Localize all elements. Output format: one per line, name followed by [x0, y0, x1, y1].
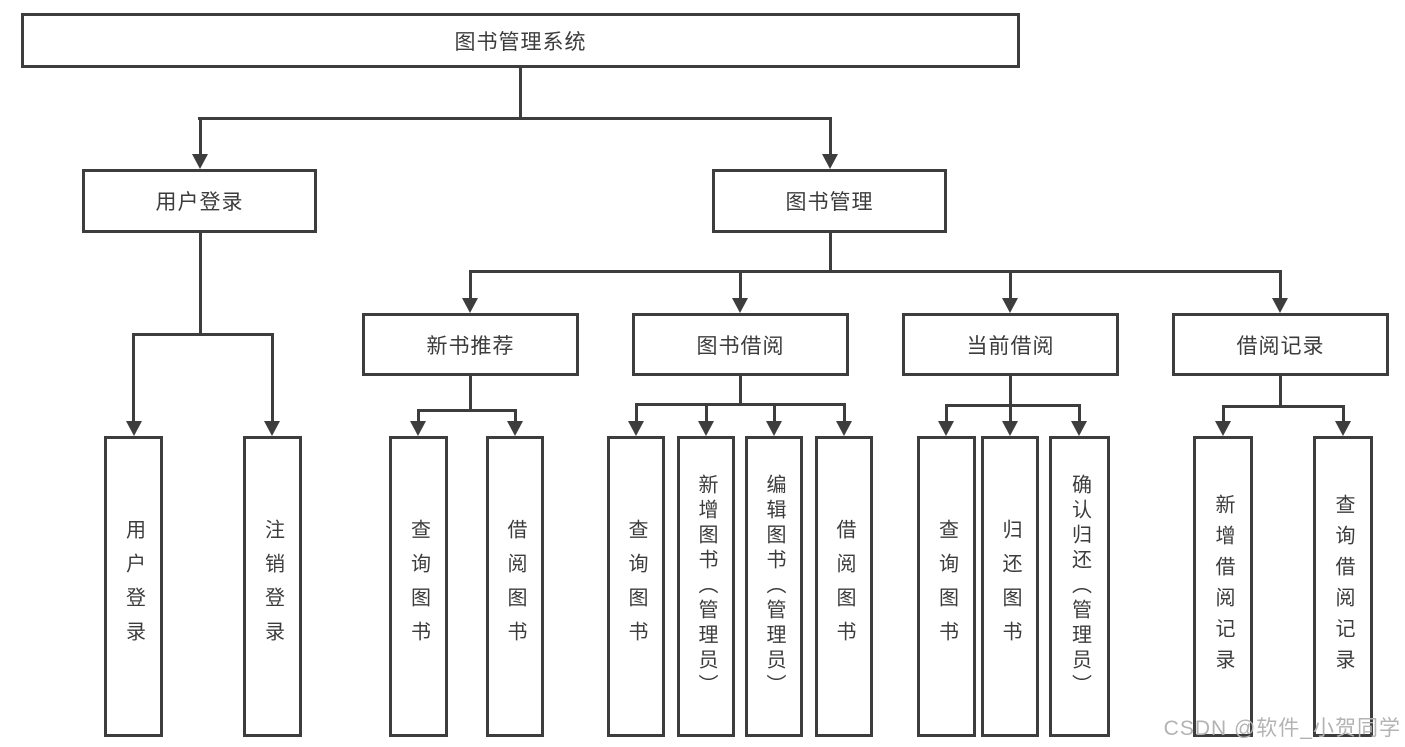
connector-newbook-trunk	[469, 376, 472, 412]
connector-records-branch	[1222, 405, 1344, 408]
node-user-login: 用户登录	[82, 169, 317, 233]
node-label: 图书管理	[785, 191, 874, 214]
connector-root-trunk	[519, 68, 522, 119]
node-label: 注销登录	[261, 518, 284, 655]
node-library-system: 图书管理系统	[21, 13, 1020, 68]
connector-bookmgmt-branch	[469, 270, 1282, 273]
node-book-management: 图书管理	[712, 169, 947, 233]
node-label: 查询借阅记录	[1332, 493, 1354, 680]
arrowhead-icon	[264, 421, 280, 436]
leaf-user-login: 用户登录	[104, 436, 163, 737]
arrowhead-icon	[938, 421, 954, 436]
connector-drop-leaf-logout	[271, 333, 274, 424]
arrowhead-icon	[126, 421, 142, 436]
connector-drop-book-borrow	[739, 270, 742, 301]
connector-drop	[514, 409, 517, 424]
connector-drop	[635, 403, 638, 424]
node-current-borrowing: 当前借阅	[902, 313, 1119, 376]
connector-userlogin-branch	[132, 333, 274, 336]
node-label: 当前借阅	[966, 334, 1055, 358]
connector-records-trunk	[1279, 376, 1282, 408]
leaf-query-books-current: 查询图书	[917, 436, 976, 737]
node-label: 图书管理系统	[454, 30, 587, 54]
arrowhead-icon	[766, 421, 782, 436]
node-label: 归还图书	[999, 518, 1021, 655]
leaf-borrow-books-borrowing: 借阅图书	[815, 436, 873, 737]
node-borrowing-records: 借阅记录	[1172, 313, 1389, 376]
connector-drop	[843, 403, 846, 424]
leaf-borrow-books-recommend: 借阅图书	[486, 436, 544, 737]
node-label: 用户登录	[122, 518, 145, 655]
leaf-edit-book-admin: 编辑图书（管理员）	[745, 436, 803, 737]
node-label: 查询图书	[935, 518, 958, 655]
connector-drop	[773, 403, 776, 424]
connector-drop-new-book	[469, 270, 472, 301]
leaf-query-books-borrowing: 查询图书	[607, 436, 665, 737]
arrowhead-icon	[698, 421, 714, 436]
arrowhead-icon	[822, 154, 838, 169]
connector-drop-borrow-records	[1279, 270, 1282, 301]
node-label: 新增图书（管理员）	[695, 474, 717, 699]
connector-drop	[1009, 404, 1012, 424]
arrowhead-icon	[1002, 298, 1018, 313]
connector-bookborrow-trunk	[739, 376, 742, 406]
node-label: 图书借阅	[696, 334, 785, 358]
connector-drop-leaf-login	[132, 333, 135, 424]
node-label: 新书推荐	[426, 334, 515, 358]
node-label: 编辑图书（管理员）	[763, 474, 785, 699]
leaf-query-borrow-record: 查询借阅记录	[1313, 436, 1373, 737]
leaf-query-books-recommend: 查询图书	[389, 436, 448, 737]
node-label: 用户登录	[155, 191, 244, 214]
csdn-watermark: CSDN @软件_小贺同学	[1163, 717, 1401, 740]
arrowhead-icon	[462, 298, 478, 313]
connector-drop	[945, 404, 948, 424]
arrowhead-icon	[628, 421, 644, 436]
leaf-add-book-admin: 新增图书（管理员）	[677, 436, 735, 737]
arrowhead-icon	[732, 298, 748, 313]
arrowhead-icon	[1002, 421, 1018, 436]
leaf-logout: 注销登录	[243, 436, 302, 737]
connector-drop	[417, 409, 420, 424]
arrowhead-icon	[836, 421, 852, 436]
arrowhead-icon	[1215, 421, 1231, 436]
arrowhead-icon	[1071, 421, 1087, 436]
node-book-borrowing: 图书借阅	[632, 313, 849, 376]
node-new-book-recommend: 新书推荐	[362, 313, 579, 376]
arrowhead-icon	[1272, 298, 1288, 313]
connector-currentborrow-trunk	[1009, 376, 1012, 407]
connector-drop	[1078, 404, 1081, 424]
node-label: 确认归还（管理员）	[1068, 474, 1091, 699]
connector-drop	[1222, 405, 1225, 424]
leaf-return-book: 归还图书	[981, 436, 1039, 737]
connector-drop-user-login	[199, 117, 202, 155]
node-label: 借阅记录	[1236, 334, 1325, 358]
arrowhead-icon	[192, 154, 208, 169]
connector-root-branch	[198, 117, 832, 120]
leaf-add-borrow-record: 新增借阅记录	[1193, 436, 1253, 737]
node-label: 查询图书	[407, 518, 430, 655]
node-label: 借阅图书	[833, 518, 855, 655]
node-label: 借阅图书	[504, 518, 526, 655]
connector-drop	[1342, 405, 1345, 424]
connector-userlogin-trunk	[199, 233, 202, 336]
connector-drop-book-mgmt	[829, 117, 832, 155]
connector-newbook-branch	[417, 409, 517, 412]
arrowhead-icon	[410, 421, 426, 436]
connector-bookmgmt-trunk	[829, 233, 832, 273]
connector-currentborrow-branch	[945, 404, 1080, 407]
node-label: 新增借阅记录	[1212, 493, 1234, 680]
connector-bookborrow-branch	[635, 403, 846, 406]
connector-drop	[705, 403, 708, 424]
arrowhead-icon	[1335, 421, 1351, 436]
leaf-confirm-return-admin: 确认归还（管理员）	[1049, 436, 1110, 737]
connector-drop-current-borrow	[1009, 270, 1012, 301]
arrowhead-icon	[507, 421, 523, 436]
node-label: 查询图书	[625, 518, 647, 655]
